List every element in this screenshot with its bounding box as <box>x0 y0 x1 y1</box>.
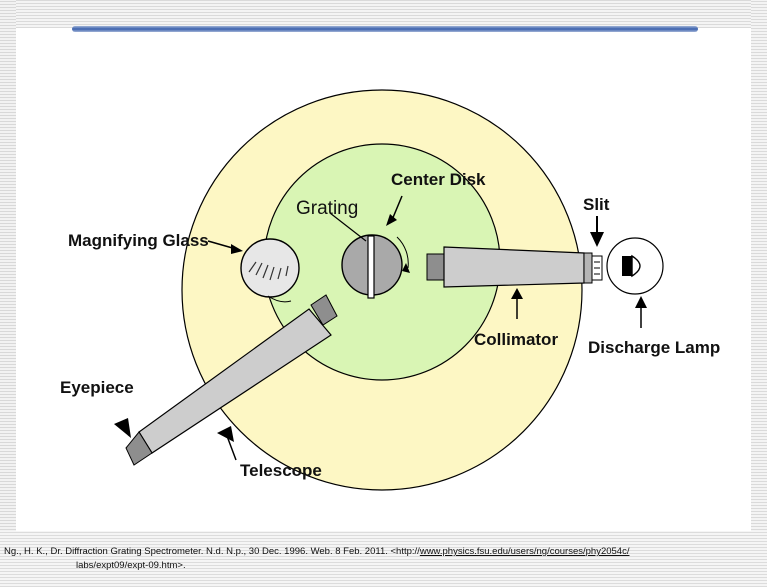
citation-link[interactable]: www.physics.fsu.edu/users/ng/courses/phy… <box>419 546 630 557</box>
center-disk <box>341 234 410 299</box>
slide-frame-top <box>0 0 767 28</box>
label-discharge-lamp: Discharge Lamp <box>588 338 720 357</box>
label-eyepiece: Eyepiece <box>60 378 134 397</box>
citation-text: Ng., H. K., Dr. Diffraction Grating Spec… <box>4 546 420 557</box>
collimator-tube <box>426 246 603 288</box>
slide-frame-right <box>751 0 767 587</box>
label-telescope: Telescope <box>240 461 322 480</box>
citation-text-continued: labs/expt09/expt-09.htm>. <box>76 560 186 571</box>
slide-frame-bottom <box>0 531 767 587</box>
slit-arrow <box>590 232 604 247</box>
slide-frame-left <box>0 0 16 587</box>
label-slit: Slit <box>583 195 610 214</box>
citation: Ng., H. K., Dr. Diffraction Grating Spec… <box>4 545 764 573</box>
telescope-tube <box>125 294 338 466</box>
discharge-lamp <box>606 237 664 295</box>
label-arrows <box>114 195 647 461</box>
grating-pointer <box>329 212 367 242</box>
telescope-arrow <box>226 435 237 461</box>
label-center-disk: Center Disk <box>391 170 486 189</box>
magnifying-glass <box>240 238 300 303</box>
label-collimator: Collimator <box>474 330 558 349</box>
center-disk-arrow <box>391 195 403 221</box>
eyepiece-arrow <box>114 418 131 438</box>
title-rule <box>72 26 698 32</box>
label-magnifying-glass: Magnifying Glass <box>68 231 209 250</box>
label-grating: Grating <box>296 198 358 219</box>
